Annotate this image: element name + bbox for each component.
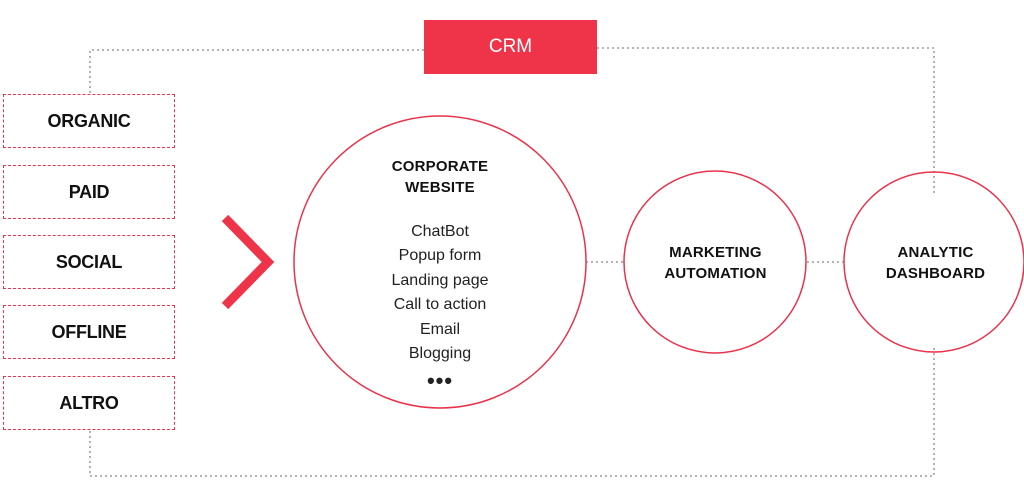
source-altro-label: ALTRO (59, 392, 119, 413)
corporate-website-title: CORPORATE WEBSITE (340, 156, 540, 198)
crm-box: CRM (424, 20, 597, 74)
source-altro: ALTRO (3, 376, 175, 430)
website-features-list: ChatBot Popup form Landing page Call to … (340, 220, 540, 366)
website-title-line2: WEBSITE (405, 179, 475, 196)
feature-item-blogging: Blogging (408, 345, 472, 363)
marketing-title-line2: AUTOMATION (664, 265, 767, 282)
marketing-title-line1: MARKETING (669, 244, 762, 261)
feature-item-chatbot: ChatBot (411, 223, 469, 240)
source-organic: ORGANIC (3, 94, 175, 148)
crm-loop-top-left (89, 49, 424, 94)
source-paid-label: PAID (68, 181, 110, 202)
source-social: SOCIAL (3, 235, 175, 289)
source-offline: OFFLINE (3, 305, 175, 359)
analytic-dashboard-circle (843, 171, 1024, 353)
feature-item-email: Email (419, 320, 460, 338)
source-paid: PAID (3, 165, 175, 219)
source-offline-label: OFFLINE (51, 321, 127, 342)
feature-item-popup-form: Popup form (398, 247, 482, 265)
website-title-line1: CORPORATE (391, 158, 489, 175)
analytic-dashboard-title: ANALYTIC DASHBOARD (848, 242, 1023, 284)
chevron-right-icon (221, 214, 275, 310)
feature-item-landing-page: Landing page (391, 271, 489, 289)
marketing-automation-circle (623, 170, 807, 354)
crm-loop-bottom (89, 347, 935, 477)
more-features-ellipsis: ••• (426, 368, 454, 393)
crm-loop-top-right (597, 47, 935, 196)
corporate-website-circle (293, 115, 587, 409)
analytic-title-line1: ANALYTIC (897, 244, 974, 261)
feature-item-call-to-action: Call to action (393, 296, 487, 314)
marketing-automation-title: MARKETING AUTOMATION (628, 242, 803, 284)
analytic-title-line2: DASHBOARD (885, 265, 986, 282)
source-social-label: SOCIAL (55, 251, 123, 272)
crm-label: CRM (488, 36, 533, 57)
source-organic-label: ORGANIC (47, 110, 131, 131)
